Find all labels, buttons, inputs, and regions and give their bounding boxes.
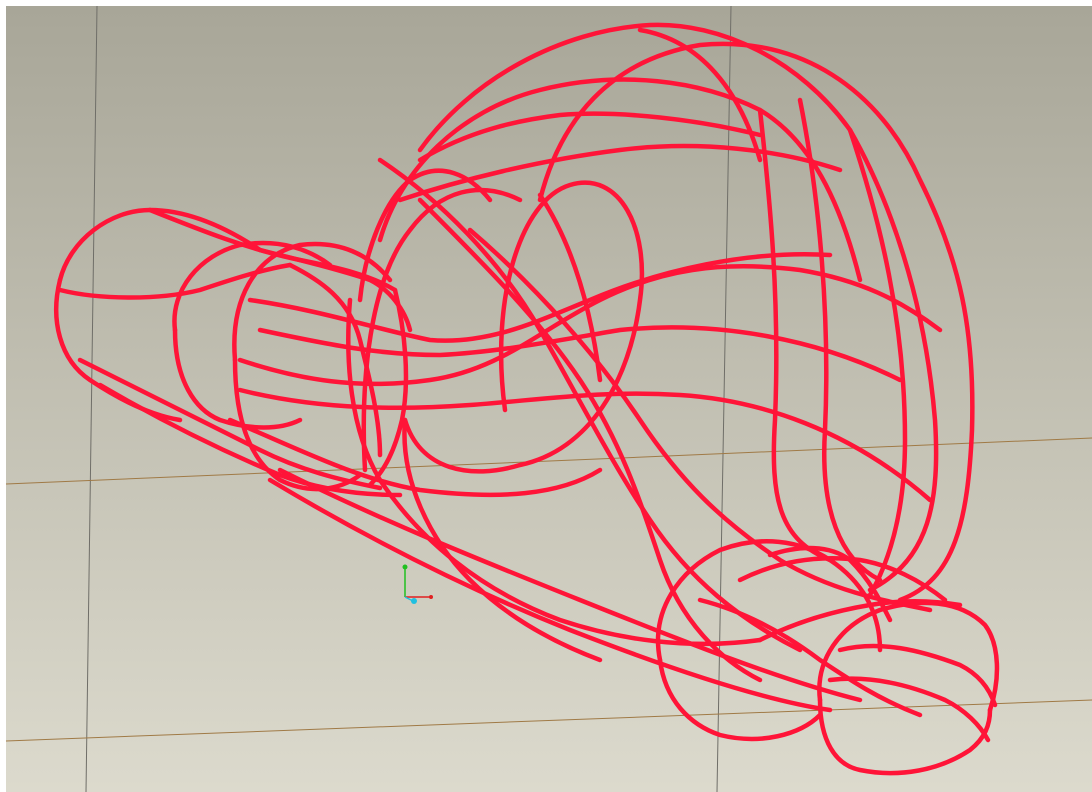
diagonal-curve — [267, 477, 833, 713]
right-spout-rail-curve — [697, 597, 923, 718]
body-silhouette-curve — [537, 41, 975, 603]
right-spout-end-curve — [827, 676, 991, 743]
left-spout-rail-curve — [97, 382, 403, 498]
left-spout-ring-curve — [172, 327, 303, 430]
diagonal-curve — [377, 157, 803, 653]
right-spout-end-curve — [817, 600, 1000, 713]
left-spout-rail-curve — [287, 262, 383, 458]
body-silhouette-curve — [377, 77, 863, 283]
latitude-curve — [237, 264, 943, 387]
neck-ring-curve — [402, 417, 603, 663]
left-spout-rail-curve — [367, 287, 409, 488]
right-spout-end-curve — [837, 643, 998, 708]
meridian-curve — [757, 107, 833, 563]
meridian-curve — [847, 127, 908, 598]
left-spout-rail-curve — [257, 247, 413, 333]
left-spout-ring-curve — [232, 241, 393, 363]
left-spout-end-curve — [57, 207, 263, 283]
left-spout-rail-curve — [77, 357, 383, 491]
body-silhouette-curve — [417, 22, 939, 593]
latitude-curve — [397, 143, 843, 203]
diagonal-curve — [417, 197, 763, 683]
grid-line-vertical — [85, 5, 98, 792]
grid-line-horizontal — [5, 699, 1092, 742]
diagonal-curve — [537, 192, 603, 383]
latitude-curve — [257, 325, 903, 383]
meridian-curve — [637, 27, 763, 163]
diagonal-curve — [467, 227, 933, 613]
right-spout-rail-curve — [737, 555, 948, 603]
left-spout-ring-curve — [232, 357, 363, 492]
right-spout-ring-curve — [657, 657, 823, 742]
coordinate-triad — [402, 564, 433, 604]
meridian-curve — [797, 97, 883, 583]
latitude-curve — [227, 417, 603, 498]
diagonal-curve — [277, 467, 863, 703]
left-spout-ring-curve — [172, 240, 333, 333]
bowl-front-circle-curve — [402, 180, 645, 474]
triad-x-axis-tip — [429, 595, 433, 599]
triad-z-axis-tip — [411, 598, 417, 604]
latitude-curve — [417, 111, 763, 163]
triad-y-axis-tip — [402, 564, 408, 570]
left-spout-end-curve — [57, 262, 293, 300]
wireframe-model[interactable] — [54, 22, 1000, 776]
neck-ring-curve — [361, 187, 523, 473]
right-spout-ring-curve — [655, 539, 883, 663]
grid-line-horizontal — [5, 437, 1092, 485]
